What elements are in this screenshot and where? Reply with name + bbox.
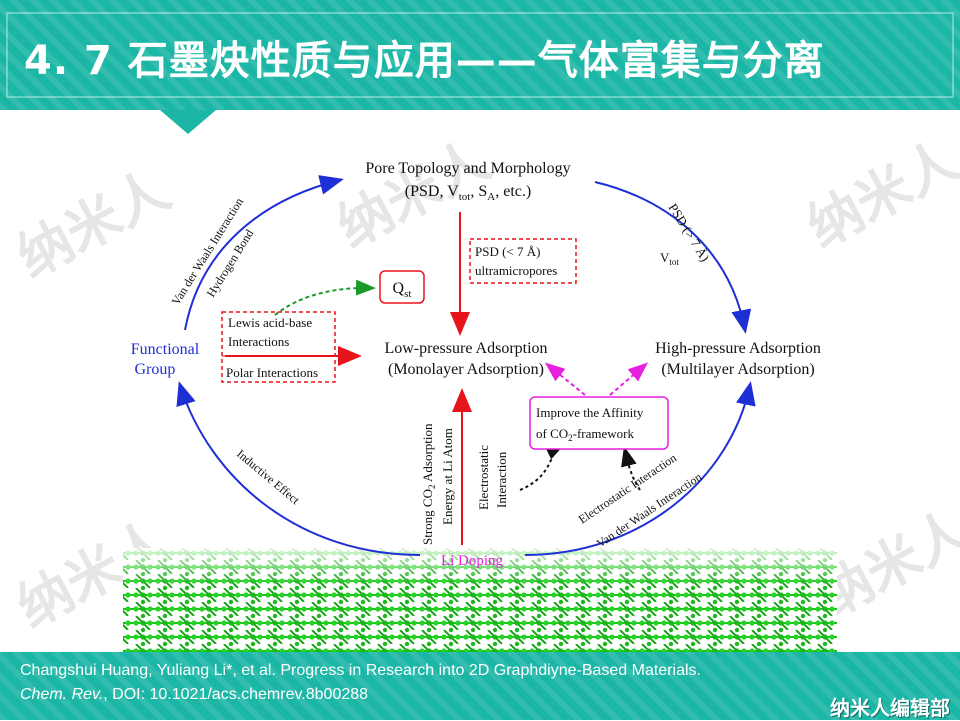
lewis-polar-box xyxy=(221,311,336,383)
citation-journal: Chem. Rev. xyxy=(20,686,104,703)
psd-small-label: PSD (< 7 Å) xyxy=(475,244,540,259)
title-bar: 4. 7 石墨炔性质与应用——气体富集与分离 xyxy=(0,0,960,110)
interaction-label: Interaction xyxy=(494,451,509,508)
arrow-group-to-pore xyxy=(184,175,344,331)
strong-co2-label: Strong CO2 Adsorption xyxy=(420,423,437,545)
vtot-label: Vtot xyxy=(660,250,679,267)
title-notch xyxy=(160,110,216,134)
qst-box xyxy=(379,270,425,304)
qst-label: Qst xyxy=(393,280,412,300)
lewis-label: Lewis acid-base xyxy=(228,315,312,330)
energy-li-label: Energy at Li Atom xyxy=(440,428,455,525)
monolayer-label: (Monolayer Adsorption) xyxy=(388,361,544,378)
page-title: 4. 7 石墨炔性质与应用——气体富集与分离 xyxy=(24,38,825,84)
multilayer-label: (Multilayer Adsorption) xyxy=(661,361,814,378)
electrostatic-label: Electrostatic xyxy=(476,445,491,510)
title-bar-frame xyxy=(6,12,954,98)
citation-bar: Changshui Huang, Yuliang Li*, et al. Pro… xyxy=(0,652,960,720)
pore-topology-label: Pore Topology and Morphology xyxy=(365,160,570,177)
high-pressure-label: High-pressure Adsorption xyxy=(655,340,821,357)
graphdiyne-lattice-image xyxy=(123,548,837,652)
citation-doi: , DOI: 10.1021/acs.chemrev.8b00288 xyxy=(103,686,369,703)
affinity-label: Improve the Affinity xyxy=(536,405,644,420)
functional-group-label-2: Group xyxy=(135,361,176,378)
polar-label: Polar Interactions xyxy=(226,365,318,380)
citation-bar-pattern xyxy=(0,652,960,720)
arrow-affinity-to-low xyxy=(544,362,586,396)
arrow-electrostatic-to-affinity xyxy=(519,443,566,491)
low-pressure-label: Low-pressure Adsorption xyxy=(384,340,547,357)
arrow-lewis-to-qst xyxy=(274,279,376,316)
citation-authors: Changshui Huang, Yuliang Li*, et al. Pro… xyxy=(20,662,701,679)
psd-small-box xyxy=(469,238,577,284)
pore-params-label: (PSD, Vtot, SA, etc.) xyxy=(405,183,531,203)
title-bar-pattern xyxy=(0,0,960,110)
li-doping-label: Li Doping xyxy=(441,553,504,569)
affinity-box xyxy=(529,396,669,450)
inductive-label: Inductive Effect xyxy=(234,447,303,508)
psd-large-label: PSD (> 7 Å) xyxy=(665,201,712,264)
affinity-label-2: of CO2-framework xyxy=(536,426,634,443)
ultramicropores-label: ultramicropores xyxy=(475,263,557,278)
arrow-li-to-group xyxy=(176,381,421,556)
functional-group-label: Functional xyxy=(131,341,200,358)
arrow-pore-to-high xyxy=(594,181,752,334)
arrow-li-to-high xyxy=(524,381,756,556)
citation-journal-line: Chem. Rev., DOI: 10.1021/acs.chemrev.8b0… xyxy=(20,686,368,704)
arrow-affinity-to-high xyxy=(609,362,649,396)
brand-label: 纳米人编辑部 xyxy=(830,696,950,720)
lewis-label-2: Interactions xyxy=(228,334,289,349)
